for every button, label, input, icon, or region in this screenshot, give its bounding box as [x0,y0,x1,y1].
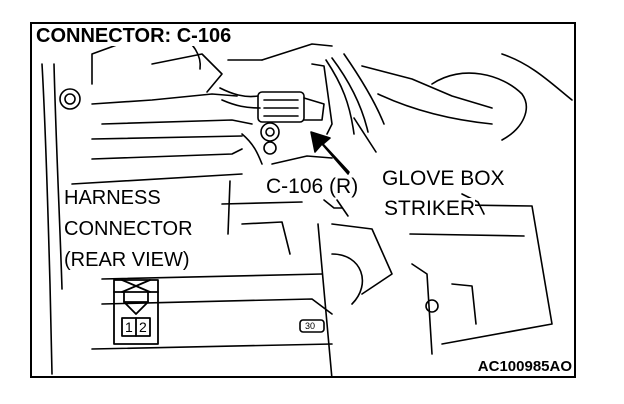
pointer-arrow [310,131,350,175]
harness-label-line3: (REAR VIEW) [64,249,190,271]
leader-striker [323,199,343,209]
small-tag-box [299,319,325,333]
glove-box-panel [391,203,553,345]
bolt-lower [263,141,277,155]
connector-pin-symbol [113,279,159,345]
small-tag-label: 30 [305,321,316,331]
harness-label-line1: HARNESS [64,187,161,209]
striker-label: STRIKER [384,197,476,220]
figure-code: AC100985AO [474,359,572,374]
bolt-left [260,122,280,142]
connector-title: CONNECTOR: C-106 [36,26,236,46]
harness-label-line2: CONNECTOR [64,218,193,240]
pin-1-label: 1 [125,319,133,335]
wiring-harness [219,87,259,98]
pin-2-label: 2 [139,319,147,335]
leader-connector [227,180,231,235]
diagram-frame: 1 2 30 CONNECTOR: C-106 HARNESS CONNECTO… [30,22,576,378]
connector-body [257,91,305,123]
left-boss [59,88,81,110]
connector-id-callout: C-106 (R) [266,175,359,198]
left-panel-outline [41,63,53,375]
glove-box-label: GLOVE BOX [382,167,505,190]
